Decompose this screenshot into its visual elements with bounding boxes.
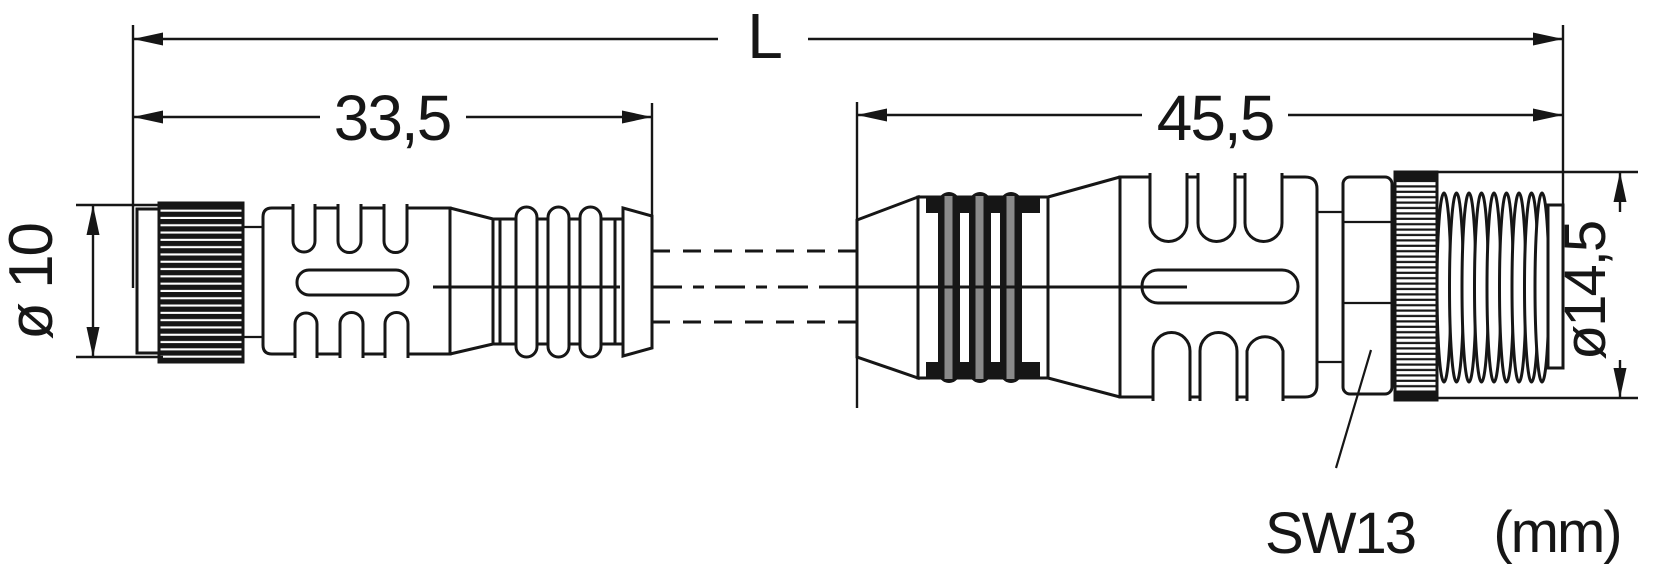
arrowhead-left <box>133 32 163 46</box>
overall-length-label: L <box>747 0 781 72</box>
dimension-right-diameter: ø14,5 <box>1418 170 1638 400</box>
right-grip-groove-top <box>1148 173 1189 243</box>
left-cable-exit-cap <box>621 206 654 358</box>
arrowhead-down <box>1613 368 1627 398</box>
wrench-size-callout: SW13 <box>1265 349 1417 566</box>
left-coupling-nut-knurl <box>157 201 245 364</box>
right-hex-nut <box>1341 175 1394 396</box>
right-grip-groove-bottom <box>1198 331 1239 401</box>
arrowhead-left <box>857 108 887 122</box>
unit-note: (mm) <box>1493 500 1620 565</box>
right-connector-length-label: 45,5 <box>1157 82 1274 154</box>
arrowhead-right <box>1533 32 1563 46</box>
left-bend-rib <box>546 205 571 359</box>
left-grip-groove-bottom <box>338 311 365 358</box>
left-front-rim <box>135 207 161 355</box>
left-diameter-label: ø 10 <box>0 223 66 340</box>
dimension-right-connector-length: 45,5 <box>855 82 1563 408</box>
left-grip-groove-bottom <box>293 311 319 358</box>
wrench-size-label: SW13 <box>1265 501 1415 566</box>
dimension-left-connector-length: 33,5 <box>133 82 654 215</box>
left-taper <box>449 206 495 356</box>
left-connector-length-label: 33,5 <box>334 82 451 154</box>
cable-break <box>652 249 857 324</box>
left-grip-groove-top <box>291 204 317 254</box>
left-grip-groove-bottom <box>383 311 410 358</box>
left-bend-rib <box>514 205 539 359</box>
right-lock-ring-bottom-cap <box>1395 391 1437 400</box>
arrowhead-right <box>1533 108 1563 122</box>
right-grip-groove-bottom <box>1245 335 1285 401</box>
right-grip-groove-top <box>1196 173 1237 243</box>
extension-lines-L <box>131 25 1565 290</box>
extension-lines-d14-5 <box>1418 170 1638 400</box>
right-diameter-label: ø14,5 <box>1553 222 1618 360</box>
right-thread <box>1435 191 1551 384</box>
left-connector-female <box>135 201 654 364</box>
arrowhead-up <box>1613 172 1627 202</box>
left-label-slot <box>295 268 410 297</box>
right-flare <box>1047 175 1121 399</box>
left-grip-groove-top <box>336 204 363 254</box>
arrowhead-up <box>86 205 100 235</box>
left-bend-rib <box>578 205 603 359</box>
dimension-overall-length: L <box>131 0 1565 290</box>
right-hex-facet-lines <box>1343 220 1392 305</box>
right-grip-groove-bottom <box>1151 331 1192 401</box>
right-grip-groove-top <box>1243 173 1284 243</box>
right-lock-ring-knurl <box>1393 170 1439 402</box>
left-grip-groove-top <box>382 204 409 254</box>
leader-line-sw13 <box>1334 349 1373 469</box>
right-step-lines <box>1317 210 1343 364</box>
arrowhead-left <box>133 110 163 124</box>
extension-lines-d10 <box>76 203 163 359</box>
left-step-lines <box>243 225 264 339</box>
arrowhead-right <box>622 110 652 124</box>
dimension-left-diameter: ø 10 <box>0 203 163 359</box>
right-lock-ring-top-cap <box>1395 172 1437 181</box>
arrowhead-down <box>86 327 100 357</box>
